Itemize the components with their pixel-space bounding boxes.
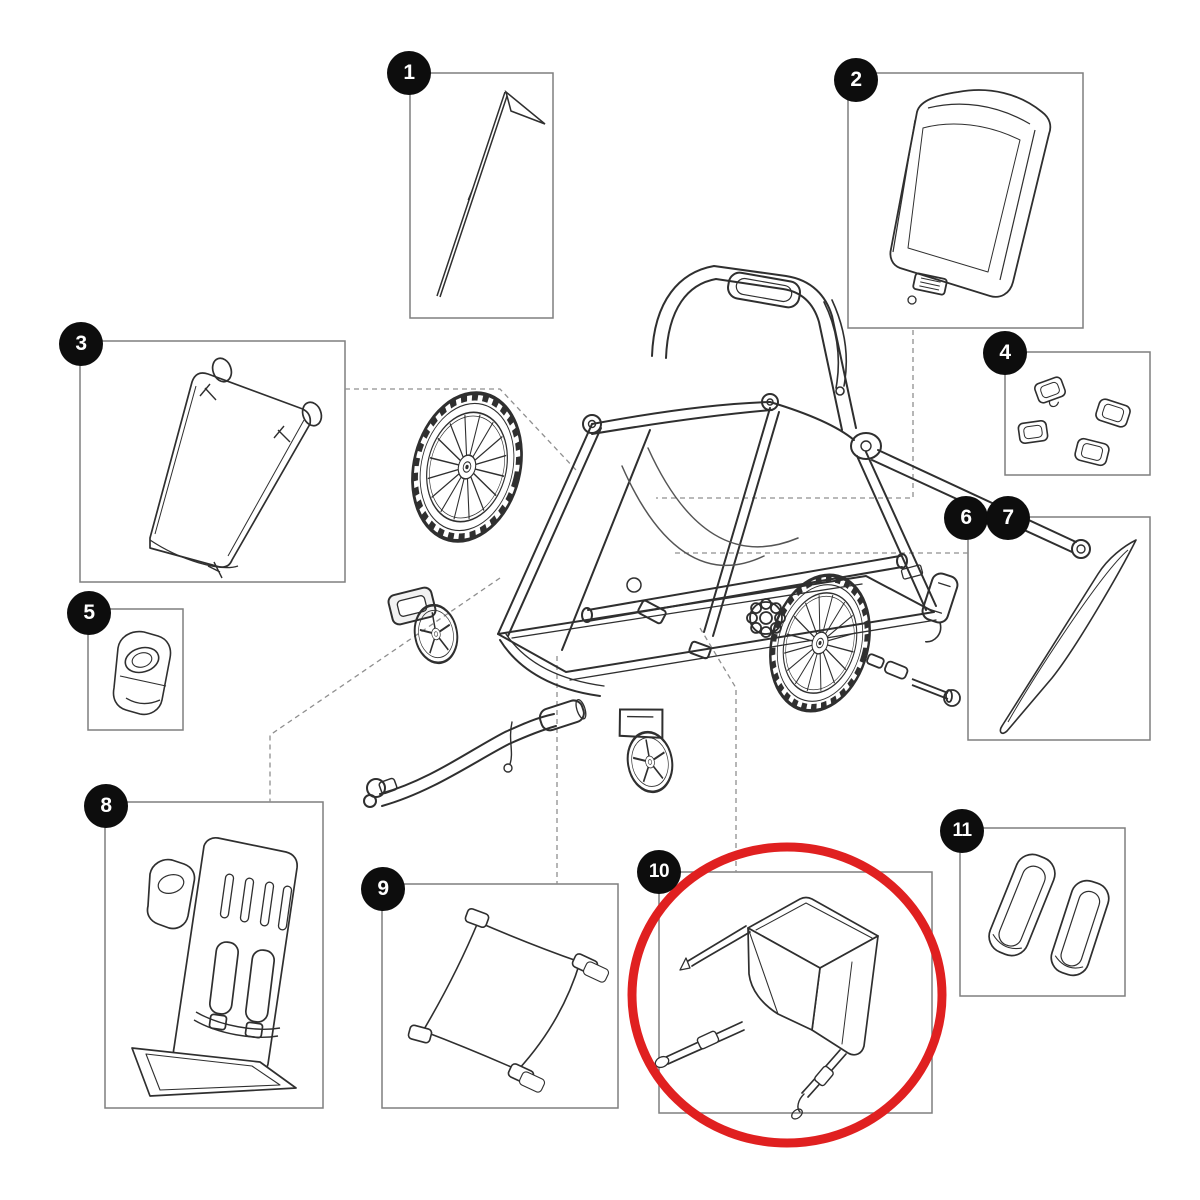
part-9-badge[interactable]: 9: [361, 867, 405, 911]
part-3-badge[interactable]: 3: [59, 322, 103, 366]
part-10-badge[interactable]: 10: [637, 850, 681, 894]
rear-cover-panel-illustration: [889, 89, 1052, 305]
part-5-badge[interactable]: 5: [67, 591, 111, 635]
part-8-badge[interactable]: 8: [84, 784, 128, 828]
part-7-badge[interactable]: 7: [986, 496, 1030, 540]
fabric-panel-illustration: [407, 907, 610, 1093]
handlebar-grip: [727, 271, 801, 309]
hub-adapter-illustration: [746, 598, 786, 638]
harness-buckles: [626, 577, 712, 660]
side-sliver-panel-illustration: [999, 539, 1137, 734]
strolling-wheel-illustration: [387, 586, 464, 668]
handle-pad-set-illustration: [988, 853, 1110, 977]
seat-assembly-illustration: [131, 836, 298, 1097]
part-4-badge[interactable]: 4: [983, 331, 1027, 375]
part-1-box[interactable]: [409, 72, 554, 319]
part-6-7-box[interactable]: [967, 516, 1151, 741]
connector-lines: [269, 330, 968, 884]
clip-set-illustration: [1017, 376, 1131, 467]
part-3-box[interactable]: [79, 340, 346, 583]
receiver-bracket-illustration: [112, 630, 172, 716]
canopy-wire-frame-illustration: [149, 357, 323, 579]
cargo-bag-illustration: [654, 896, 879, 1120]
part-1-badge[interactable]: 1: [387, 51, 431, 95]
wheel-mount-bracket: [921, 572, 959, 643]
front-caster-illustration: [618, 708, 679, 797]
part-2-badge[interactable]: 2: [834, 58, 878, 102]
trailer-frame-illustration: [497, 265, 1091, 697]
axle-pin-illustration: [866, 653, 961, 707]
safety-flag-illustration: [436, 89, 546, 298]
left-wheel-illustration: [397, 381, 536, 552]
part-11-badge[interactable]: 11: [940, 809, 984, 853]
part-6-badge[interactable]: 6: [944, 496, 988, 540]
tow-bar-illustration: [363, 698, 587, 808]
right-wheel-illustration: [756, 564, 884, 722]
highlight-ellipse: [627, 842, 947, 1148]
